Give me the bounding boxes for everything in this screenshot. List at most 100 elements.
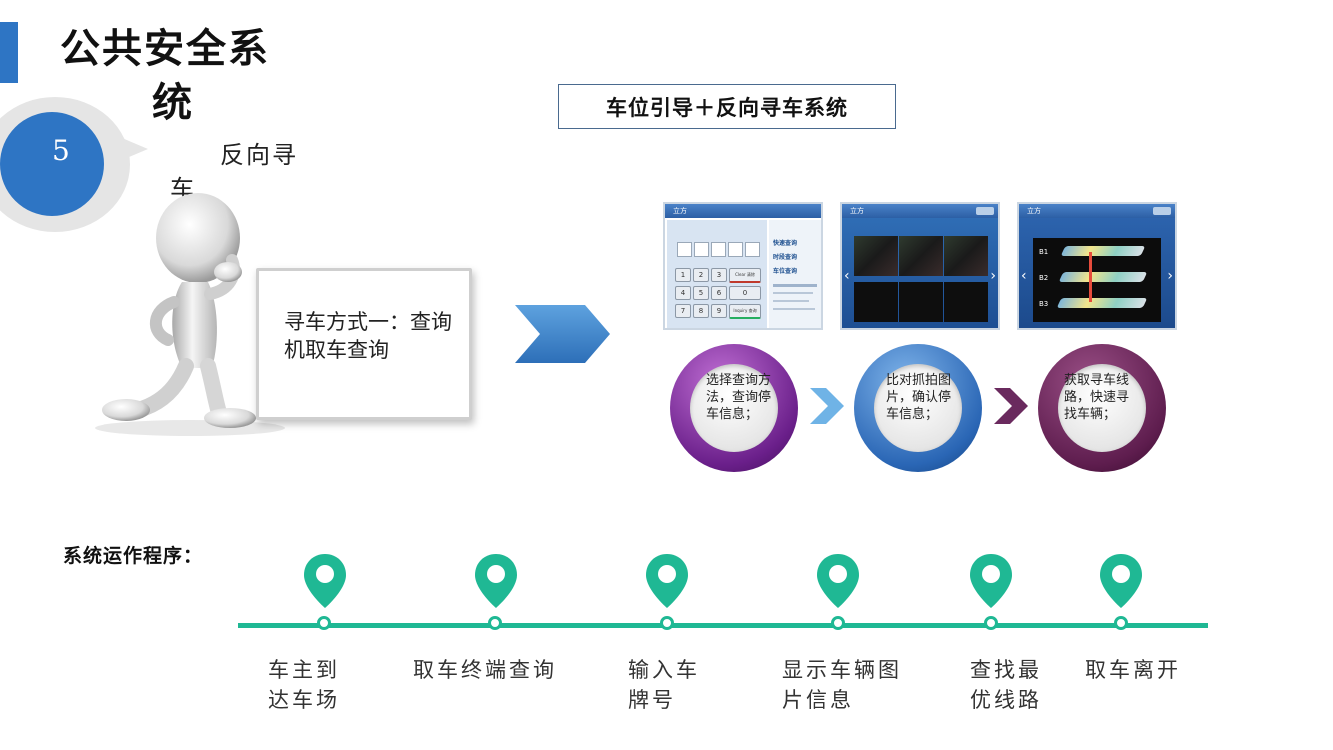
info-board (256, 268, 472, 420)
kiosk-screen-route-map: 立方 ‹ › B1 B2 B3 (1017, 202, 1177, 330)
floor-level-b2 (1058, 272, 1148, 282)
step-3-text: 获取寻车线路，快速寻找车辆； (1064, 373, 1130, 422)
prev-arrow-icon: ‹ (844, 268, 850, 284)
keypad-key: 1 (675, 268, 691, 282)
timeline-node (831, 616, 845, 630)
keypad-key: 0 (729, 286, 761, 300)
keypad-key: 4 (675, 286, 691, 300)
prev-arrow-icon: ‹ (1021, 268, 1027, 284)
step-2-text: 比对抓拍图片，确认停车信息； (886, 373, 952, 422)
kiosk-screen-header: 立方 (1019, 204, 1175, 218)
process-step-line2: 达车场 (268, 688, 340, 712)
floor-label: B2 (1039, 274, 1049, 282)
camera-snapshot (944, 236, 988, 276)
camera-snapshot-empty (944, 282, 988, 322)
kiosk-screen-camera-compare: 立方 ‹ › (840, 202, 1000, 330)
camera-snapshot-empty (854, 282, 898, 322)
next-arrow-icon: › (1167, 268, 1173, 284)
keypad-key: 5 (693, 286, 709, 300)
system-title-box: 车位引导＋反向寻车系统 (558, 84, 896, 129)
process-step-line2: 优线路 (970, 688, 1042, 712)
process-step-label: 显示车辆图 片信息 (782, 655, 902, 715)
keypad-key: 9 (711, 304, 727, 318)
page-title: 公共安全系 统 (60, 22, 300, 130)
location-pin-icon (817, 554, 859, 608)
camera-grid-panel: ‹ › (842, 218, 998, 328)
number-bubble-tail (96, 127, 148, 171)
menu-item-space-query: 车位查询 (773, 268, 798, 275)
menu-detail-line (773, 292, 813, 294)
location-pin-icon (304, 554, 346, 608)
page-title-line2: 统 (152, 79, 194, 126)
menu-item-time-query: 时段查询 (773, 254, 798, 261)
query-menu-panel: 快速查询 时段查询 车位查询 (769, 220, 821, 328)
step-circle-2 (874, 364, 962, 452)
process-step-label: 输入车 牌号 (628, 655, 700, 715)
step-circle-3 (1058, 364, 1146, 452)
section-number: 5 (52, 134, 70, 167)
board-text-line1: 寻车方式一：查询 (284, 310, 452, 334)
camera-snapshot (854, 236, 898, 276)
floor-level-b3 (1056, 298, 1148, 308)
kiosk-screen-keypad: 立方 1 2 3 Clear 清除 4 5 6 0 7 8 9 Inquiry … (663, 202, 823, 330)
process-title: 系统运作程序： (63, 545, 204, 567)
camera-snapshot-empty (899, 282, 943, 322)
location-pin-icon (475, 554, 517, 608)
plate-input-box (711, 242, 726, 257)
timeline-node (1114, 616, 1128, 630)
keypad-key: 3 (711, 268, 727, 282)
page-title-line1: 公共安全系 (60, 25, 270, 72)
timeline-node (984, 616, 998, 630)
floor-label: B3 (1039, 300, 1049, 308)
process-step-line1: 车主到 (268, 658, 340, 682)
floor-map: B1 B2 B3 (1033, 238, 1161, 322)
timeline-node (660, 616, 674, 630)
process-step-line2: 片信息 (782, 688, 854, 712)
step-circle-1 (690, 364, 778, 452)
process-step-line1: 查找最 (970, 658, 1042, 682)
process-step-label: 车主到 达车场 (268, 655, 340, 715)
process-step-label: 取车离开 (1085, 655, 1181, 685)
keypad-key: 8 (693, 304, 709, 318)
process-step-line1: 输入车 (628, 658, 700, 682)
keypad-inquiry-key: Inquiry 查询 (729, 304, 761, 319)
menu-detail-line (773, 308, 815, 310)
menu-divider (773, 284, 817, 287)
location-pin-icon (970, 554, 1012, 608)
floor-level-b1 (1060, 246, 1146, 256)
plate-input-box (728, 242, 743, 257)
screen-back-button (976, 207, 994, 215)
location-pin-icon (1100, 554, 1142, 608)
step-1-text: 选择查询方法，查询停车信息； (706, 373, 772, 422)
keypad-key: 6 (711, 286, 727, 300)
plate-input-box (694, 242, 709, 257)
process-timeline (238, 623, 1208, 628)
process-step-label: 取车终端查询 (413, 655, 557, 685)
section-subtitle: 反向寻 车 (170, 138, 320, 206)
timeline-node (317, 616, 331, 630)
process-step-line1: 取车终端查询 (413, 658, 557, 682)
keypad-key: 7 (675, 304, 691, 318)
process-step-line1: 显示车辆图 (782, 658, 902, 682)
plate-input-box (745, 242, 760, 257)
keypad-clear-key: Clear 清除 (729, 268, 761, 283)
kiosk-screen-header: 立方 (842, 204, 998, 218)
location-pin-icon (646, 554, 688, 608)
plate-input-box (677, 242, 692, 257)
step-chevron-icon (810, 388, 844, 424)
number-bubble (0, 112, 104, 216)
floor-label: B1 (1039, 248, 1049, 256)
menu-item-quick-query: 快速查询 (773, 240, 798, 247)
screen-back-button (1153, 207, 1171, 215)
step-chevron-icon (994, 388, 1028, 424)
process-step-label: 查找最 优线路 (970, 655, 1042, 715)
process-step-line1: 取车离开 (1085, 658, 1181, 682)
board-text-line2: 机取车查询 (284, 338, 389, 362)
process-step-line2: 牌号 (628, 688, 676, 712)
kiosk-screen-header: 立方 (665, 204, 821, 218)
next-arrow-icon: › (990, 268, 996, 284)
route-path-line (1089, 252, 1092, 302)
board-text: 寻车方式一：查询 机取车查询 (284, 308, 459, 364)
section-subtitle-line1: 反向寻 (220, 141, 298, 169)
kiosk-logo: 立方 (673, 207, 687, 215)
